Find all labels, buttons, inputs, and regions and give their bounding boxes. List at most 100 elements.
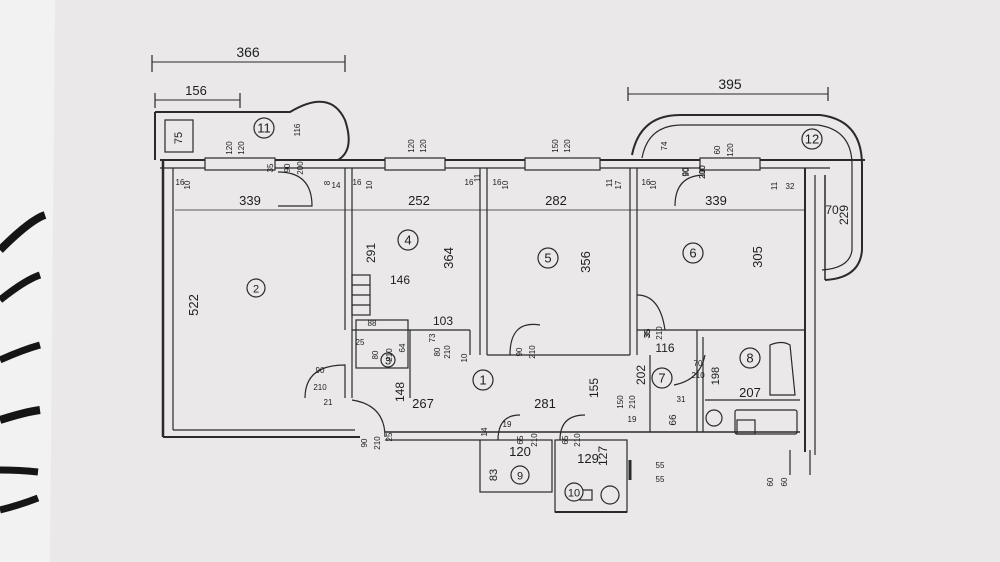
opening-dimension-label: 17	[614, 180, 623, 189]
opening-dimension-label: 88	[368, 319, 377, 328]
opening-dimension-label: 64	[398, 343, 407, 352]
room-dimension-label: 103	[433, 314, 453, 328]
room-dimension-label: 75	[173, 132, 185, 144]
room-10-circle	[564, 482, 584, 502]
opening-dimension-label: 74	[660, 141, 669, 150]
opening-dimension-label: 16	[642, 178, 651, 187]
room-4-marker: 4	[397, 229, 419, 251]
room-10-marker: 10	[564, 482, 584, 502]
opening-dimension-label: 60	[713, 145, 722, 154]
room-dimension-label: 339	[705, 193, 727, 208]
room-9-marker: 9	[510, 465, 530, 485]
room-5-marker: 5	[537, 247, 559, 269]
opening-dimension-label: 210	[528, 345, 537, 359]
overall-dim-366: 366	[236, 44, 260, 60]
room-7-circle	[651, 367, 673, 389]
opening-dimension-label: 8	[323, 180, 332, 185]
opening-dimension-label: 90	[283, 163, 292, 172]
opening-dimension-label: 21	[324, 398, 333, 407]
room-dimension-label: 305	[750, 246, 765, 268]
room-1-circle	[472, 369, 494, 391]
opening-dimension-label: 10	[460, 353, 469, 362]
room-dimension-label: 356	[578, 251, 593, 273]
opening-dimension-label: 210	[655, 326, 664, 340]
overall-dim-156: 156	[185, 83, 207, 98]
room-4-number: 4	[404, 233, 411, 248]
room-4-circle	[397, 229, 419, 251]
room-11-number: 11	[257, 121, 271, 136]
room-12-circle	[801, 128, 823, 150]
room-dimension-label: 129	[577, 451, 599, 466]
room-dimension-label: 146	[390, 273, 410, 287]
opening-dimension-label: 70	[694, 359, 703, 368]
opening-dimension-label: 210	[573, 433, 582, 447]
opening-dimension-label: 19	[503, 420, 512, 429]
room-dimension-label: 70	[825, 203, 839, 217]
opening-dimension-label: 90	[360, 438, 369, 447]
room-dimension-label: 83	[488, 469, 500, 481]
room-8-circle	[739, 347, 761, 369]
opening-dimension-label: 32	[786, 182, 795, 191]
room-6-number: 6	[689, 246, 696, 261]
opening-dimension-label: 90	[682, 167, 691, 176]
opening-dimension-label: 120	[407, 139, 416, 153]
opening-dimension-label: 120	[726, 143, 735, 157]
opening-dimension-label: 210	[698, 165, 707, 179]
room-dimension-label: 364	[441, 247, 456, 269]
opening-dimension-label: 31	[677, 395, 686, 404]
opening-dimension-label: 80	[433, 347, 442, 356]
room-2-number: 2	[253, 284, 259, 296]
opening-dimension-label: 210	[313, 383, 327, 392]
room-8-marker: 8	[739, 347, 761, 369]
opening-dimension-label: 25	[385, 432, 394, 441]
room-dimension-label: 148	[393, 382, 407, 402]
room-1-number: 1	[479, 373, 486, 388]
opening-dimension-label: 19	[628, 415, 637, 424]
opening-dimension-label: 80	[371, 350, 380, 359]
room-12-marker: 12	[801, 128, 823, 150]
room-1-marker: 1	[472, 369, 494, 391]
room-3-number: 3	[385, 356, 391, 368]
opening-dimension-label: 10	[183, 180, 192, 189]
table-pattern	[0, 211, 47, 253]
opening-dimension-label: 25	[356, 338, 365, 347]
room-dimension-label: 522	[186, 294, 201, 316]
room-11-circle	[253, 117, 275, 139]
room-dimension-label: 282	[545, 193, 567, 208]
opening-dimension-label: 35	[266, 163, 275, 172]
opening-dimension-label: 210	[373, 436, 382, 450]
opening-dimension-label: 35	[643, 328, 652, 337]
opening-dimension-label: 120	[563, 139, 572, 153]
room-dimension-label: 120	[509, 444, 531, 459]
room-dimension-label: 66	[668, 414, 679, 426]
paper-sheet	[50, 0, 1000, 562]
opening-dimension-label: 16	[176, 178, 185, 187]
room-7-number: 7	[658, 371, 665, 386]
room-dimension-label: 291	[364, 243, 378, 263]
opening-dimension-label: 210	[691, 371, 705, 380]
room-6-circle	[682, 242, 704, 264]
room-dimension-label: 229	[837, 205, 851, 225]
room-3-marker: 3	[380, 352, 396, 368]
room-10-number: 10	[568, 488, 580, 500]
opening-dimension-label: 90	[515, 347, 524, 356]
opening-dimension-label: 16	[493, 178, 502, 187]
opening-dimension-label: 14	[332, 181, 341, 190]
opening-dimension-label: 60	[780, 477, 789, 486]
room-2-circle	[246, 278, 266, 298]
room-2-marker: 2	[246, 278, 266, 298]
room-dimension-label: 281	[534, 396, 556, 411]
room-dimension-label: 198	[710, 367, 722, 385]
opening-dimension-label: 116	[293, 123, 302, 136]
room-dimension-label: 202	[634, 365, 648, 385]
room-5-number: 5	[544, 251, 551, 266]
room-8-number: 8	[746, 351, 753, 366]
opening-dimension-label: 55	[656, 461, 665, 470]
room-9-number: 9	[517, 471, 523, 483]
opening-dimension-label: 90	[681, 167, 690, 176]
opening-dimension-label: 65	[516, 435, 525, 444]
opening-dimension-label: 120	[237, 141, 246, 155]
opening-dimension-label: 60	[766, 477, 775, 486]
